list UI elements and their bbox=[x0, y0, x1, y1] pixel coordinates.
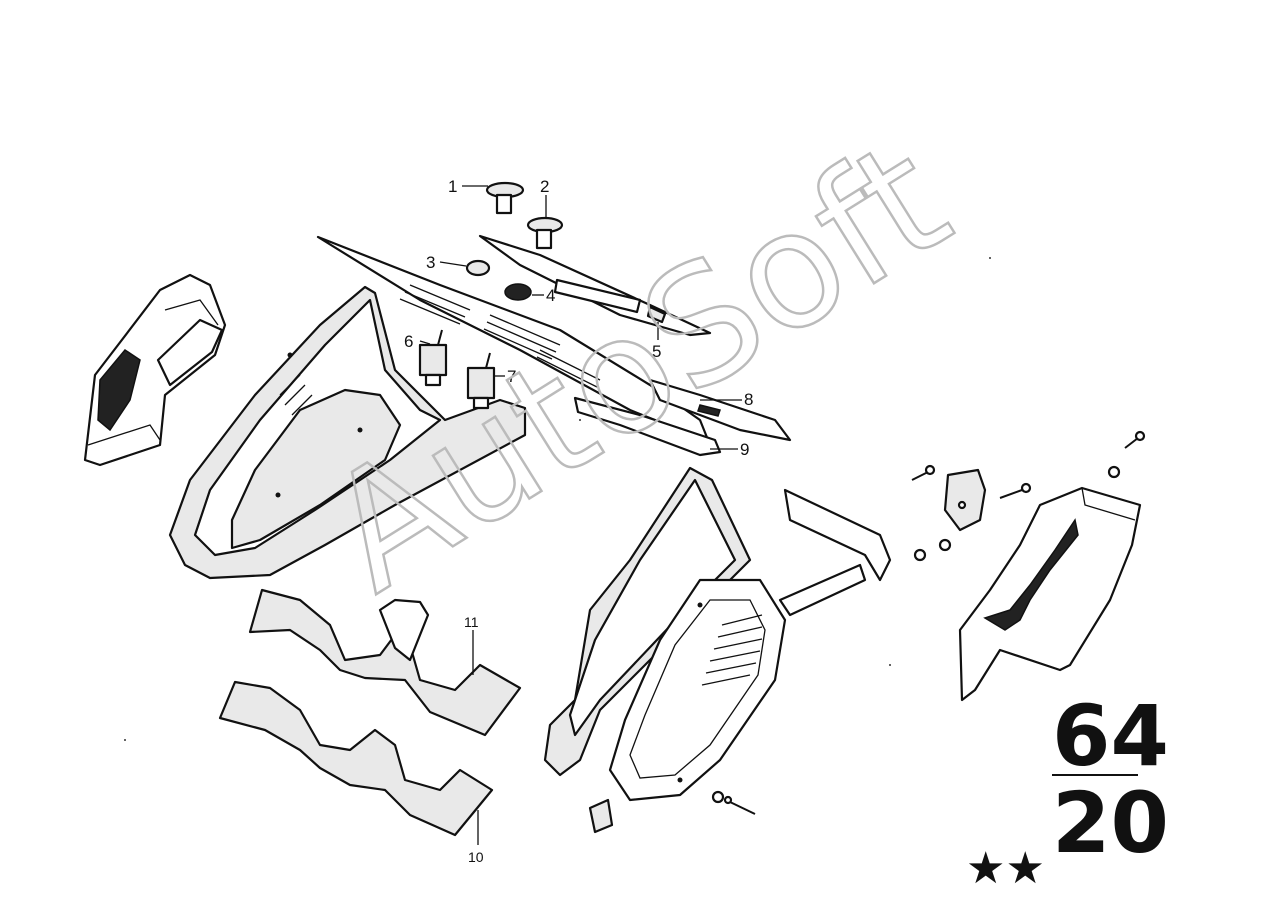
switch-part-7 bbox=[466, 352, 496, 410]
switch-part-6 bbox=[418, 329, 448, 387]
grommet-part-3 bbox=[465, 259, 491, 277]
group-stars: ★★ bbox=[966, 843, 1045, 894]
callout-label-8: 8 bbox=[744, 390, 753, 409]
rail-part-9 bbox=[573, 396, 722, 457]
left-side-trim-panel bbox=[168, 285, 527, 580]
callout-1: 1 bbox=[448, 177, 488, 196]
group-number: 64 20 ★★ bbox=[966, 687, 1169, 894]
knob-part-1 bbox=[485, 181, 525, 215]
clip-part-5 bbox=[646, 305, 667, 324]
callout-label-5: 5 bbox=[652, 342, 661, 361]
group-sub-number: 20 bbox=[1052, 774, 1169, 872]
callout-label-6: 6 bbox=[404, 332, 413, 351]
callout-label-9: 9 bbox=[740, 440, 749, 459]
callout-label-2: 2 bbox=[540, 177, 549, 196]
callout-label-1: 1 bbox=[448, 177, 457, 196]
callout-11: 11 bbox=[464, 614, 479, 675]
callout-4: 4 bbox=[532, 286, 555, 305]
callout-label-4: 4 bbox=[546, 286, 555, 305]
callout-label-10: 10 bbox=[468, 849, 484, 865]
group-main-number: 64 bbox=[1052, 687, 1169, 785]
callout-2: 2 bbox=[540, 177, 549, 218]
insulation-sheet bbox=[958, 486, 1142, 702]
grommet-part-4 bbox=[504, 283, 532, 301]
callout-8: 8 bbox=[700, 390, 753, 409]
callout-5: 5 bbox=[652, 322, 661, 361]
callout-9: 9 bbox=[710, 440, 749, 459]
callout-label-11: 11 bbox=[464, 614, 479, 630]
callout-label-3: 3 bbox=[426, 253, 435, 272]
carpet-strip-part-11 bbox=[248, 588, 522, 737]
screw-bottom bbox=[711, 790, 756, 815]
fasteners-right bbox=[911, 430, 1146, 562]
rail-part-8 bbox=[648, 378, 792, 442]
knob-part-2 bbox=[526, 216, 564, 250]
callout-label-7: 7 bbox=[507, 367, 516, 386]
callout-6: 6 bbox=[404, 332, 431, 351]
right-side-trim-panel bbox=[543, 466, 892, 777]
left-air-duct bbox=[83, 273, 227, 467]
mounting-bracket bbox=[943, 468, 987, 532]
carpet-strip-part-10 bbox=[218, 680, 494, 837]
callout-10: 10 bbox=[468, 810, 484, 865]
speaker-cover bbox=[608, 578, 787, 802]
callout-7: 7 bbox=[494, 367, 516, 386]
clip-small-bottom bbox=[588, 798, 614, 834]
callout-3: 3 bbox=[426, 253, 467, 272]
